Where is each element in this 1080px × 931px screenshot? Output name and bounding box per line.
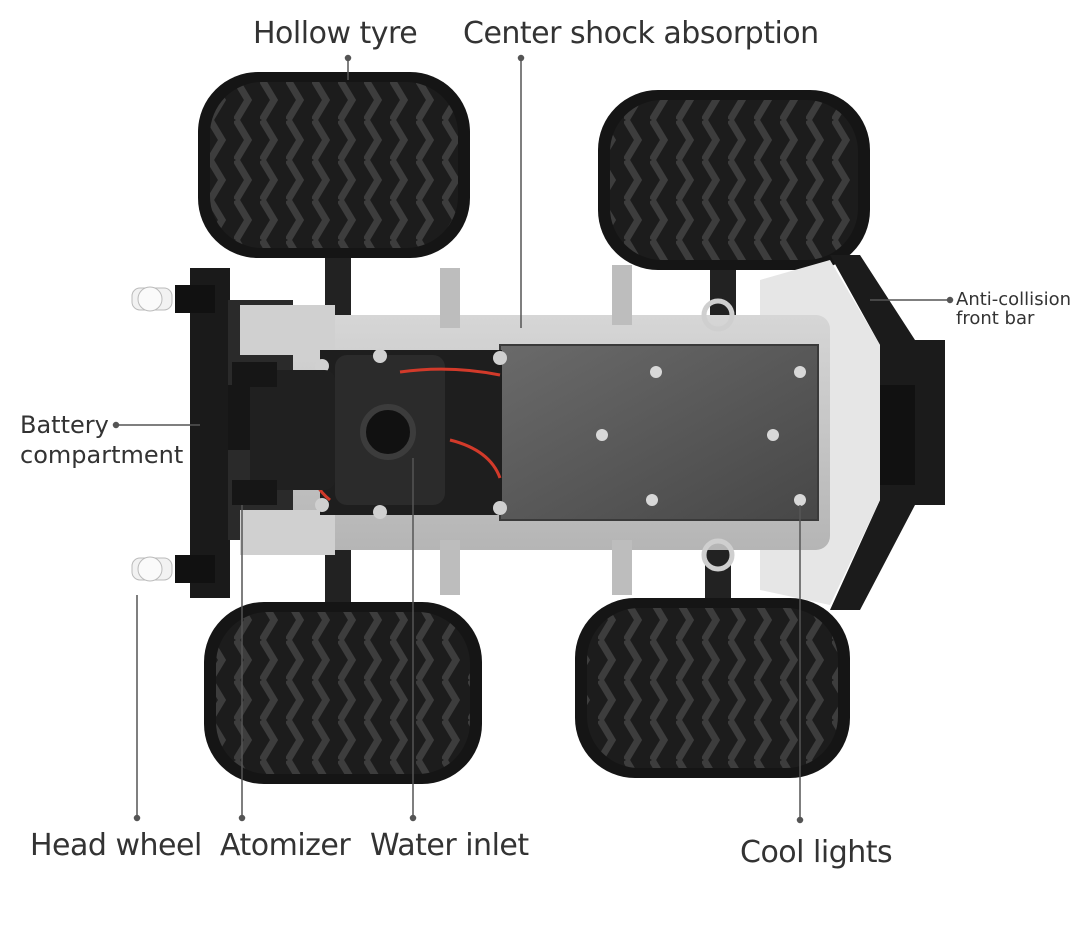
label-cool-lights: Cool lights <box>740 835 893 870</box>
label-anti-collision-line2: front bar <box>956 308 1035 329</box>
tyre-rear-bottom <box>204 602 482 784</box>
label-battery-compartment: Battery compartment <box>20 410 183 470</box>
label-center-shock-absorption: Center shock absorption <box>463 16 819 51</box>
label-anti-collision-front-bar: Anti-collision front bar <box>956 290 1071 328</box>
atomizer-unit <box>228 362 335 505</box>
head-wheel-bottom <box>131 555 215 583</box>
tyre-front-top <box>598 90 870 270</box>
label-head-wheel: Head wheel <box>30 828 202 863</box>
tank-compartment <box>298 349 507 519</box>
label-battery-line1: Battery <box>20 411 109 439</box>
leader-lines <box>112 54 954 824</box>
head-wheel-top <box>131 285 215 313</box>
label-battery-line2: compartment <box>20 441 184 469</box>
label-water-inlet: Water inlet <box>370 828 529 863</box>
label-atomizer: Atomizer <box>220 828 351 863</box>
cover-plate <box>499 344 819 521</box>
tyre-front-bottom <box>575 598 850 778</box>
tyre-rear-top <box>198 72 470 258</box>
label-hollow-tyre: Hollow tyre <box>253 16 418 51</box>
label-anti-collision-line1: Anti-collision <box>956 289 1071 310</box>
